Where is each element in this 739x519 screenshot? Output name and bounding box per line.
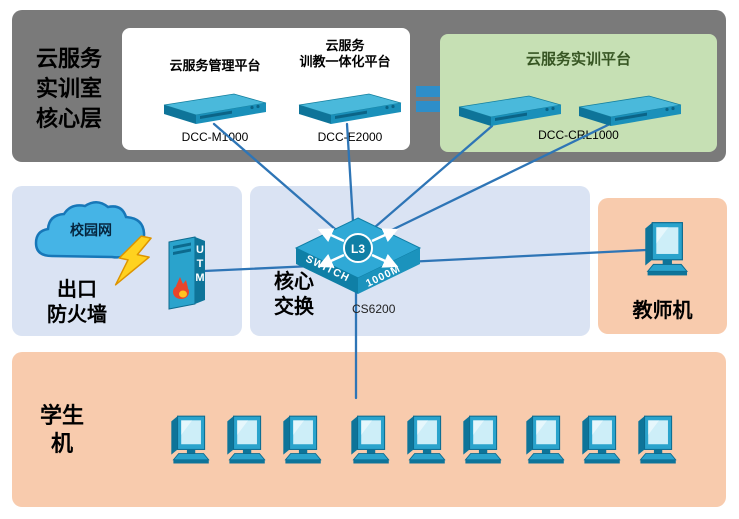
edu-platform-model: DCC-E2000: [317, 130, 383, 144]
lightning-bolt-icon: [110, 231, 156, 300]
firewall-label: 出口 防火墙: [47, 279, 107, 326]
campus-network-label: 校园网: [70, 222, 112, 238]
student-computer-icon: [401, 412, 449, 469]
mgmt-platform-model: DCC-M1000: [181, 130, 249, 144]
mgmt-platform-title: 云服务管理平台: [169, 58, 261, 73]
switch-model-label: CS6200: [352, 302, 396, 316]
management-platforms-panel: 云服务管理平台 云服务 训教一体化平台 DCC-M1000 DCC-E2000: [122, 28, 410, 150]
students-panel: 学生 机: [12, 352, 726, 507]
server-icon-dcc-crl1000-a: [455, 94, 565, 133]
teacher-panel: 教师机: [598, 198, 727, 334]
teacher-computer-icon: [638, 218, 692, 281]
training-platform-title: 云服务实训平台: [525, 51, 631, 68]
student-computer-icon: [165, 412, 213, 469]
core-switch-icon: L3 SWITCH 1000M: [294, 217, 422, 294]
utm-label: UTM: [194, 244, 206, 286]
edu-platform-title: 云服务 训教一体化平台: [299, 38, 391, 69]
student-computer-group-2: [345, 412, 505, 469]
student-computer-icon: [457, 412, 505, 469]
students-label: 学生 机: [39, 403, 84, 456]
student-computer-icon: [576, 412, 624, 469]
student-computer-group-1: [165, 412, 325, 469]
student-computer-group-3: [520, 412, 680, 469]
switch-l3-label: L3: [351, 242, 365, 256]
core-layer-label: 云服务 实训室 核心层: [35, 46, 102, 131]
link-block-top: [416, 86, 440, 97]
server-icon-dcc-e2000: [295, 92, 405, 131]
student-computer-icon: [632, 412, 680, 469]
server-icon-dcc-crl1000-b: [575, 94, 685, 133]
campus-network-cloud-icon: 校园网: [28, 198, 154, 269]
training-platform-panel: 云服务实训平台 DCC-CRL1000: [440, 34, 717, 152]
teacher-label: 教师机: [632, 300, 693, 322]
student-computer-icon: [345, 412, 393, 469]
student-computer-icon: [520, 412, 568, 469]
student-computer-icon: [221, 412, 269, 469]
firewall-panel: 校园网 UTM 出口 防火墙: [12, 186, 242, 336]
core-switch-label: 核心 交换: [274, 271, 314, 318]
student-computer-icon: [277, 412, 325, 469]
link-block-bottom: [416, 101, 440, 112]
server-icon-dcc-m1000: [160, 92, 270, 131]
utm-firewall-icon: UTM: [162, 230, 212, 321]
